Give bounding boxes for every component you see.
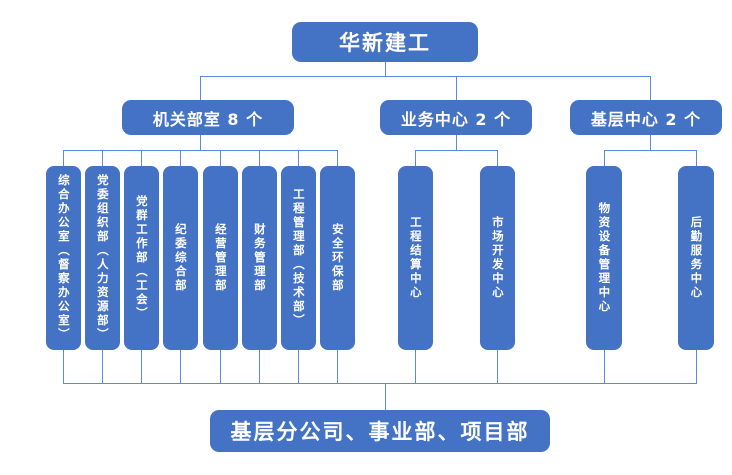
connector-riser-5 (259, 350, 260, 383)
node-leaf-discipline-general-dept[interactable]: 纪委综合部 (163, 166, 198, 350)
connector-riser-9 (497, 350, 498, 383)
connector-group-1-stem (456, 135, 457, 150)
node-group-agency-departments[interactable]: 机关部室 8 个 (122, 100, 294, 135)
connector-drop-group-1 (456, 76, 457, 100)
connector-riser-3 (180, 350, 181, 383)
node-bottom[interactable]: 基层分公司、事业部、项目部 (210, 410, 550, 452)
connector-riser-11 (696, 350, 697, 383)
connector-riser-0 (63, 350, 64, 383)
connector-group-0-drop-1 (102, 150, 103, 166)
connector-root-stem (385, 62, 386, 76)
node-leaf-comprehensive-office[interactable]: 综合办公室（督察办公室） (46, 166, 81, 350)
connector-group-0-drop-4 (220, 150, 221, 166)
node-leaf-finance-management[interactable]: 财务管理部 (242, 166, 277, 350)
connector-riser-8 (415, 350, 416, 383)
node-leaf-operations-management[interactable]: 经营管理部 (203, 166, 238, 350)
node-leaf-engineering-management[interactable]: 工程管理部（技术部） (281, 166, 316, 350)
connector-group-2-bus (604, 150, 696, 151)
connector-group-1-drop-0 (415, 150, 416, 166)
connector-riser-1 (102, 350, 103, 383)
connector-group-0-stem (200, 135, 201, 150)
connector-riser-4 (220, 350, 221, 383)
connector-group-2-drop-0 (604, 150, 605, 166)
connector-group-0-drop-2 (141, 150, 142, 166)
connector-bottom-bus (63, 383, 697, 384)
connector-riser-7 (337, 350, 338, 383)
connector-group-0-bus (63, 150, 338, 151)
connector-riser-2 (141, 350, 142, 383)
connector-riser-6 (298, 350, 299, 383)
connector-group-0-drop-7 (337, 150, 338, 166)
node-leaf-safety-environment[interactable]: 安全环保部 (320, 166, 355, 350)
node-leaf-engineering-settlement-center[interactable]: 工程结算中心 (398, 166, 433, 350)
connector-group-2-drop-1 (696, 150, 697, 166)
node-leaf-party-masses-work-dept[interactable]: 党群工作部（工会） (124, 166, 159, 350)
connector-bottom-stem (385, 383, 386, 410)
node-group-business-centers[interactable]: 业务中心 2 个 (380, 100, 532, 135)
connector-group-0-drop-0 (63, 150, 64, 166)
connector-group-1-bus (415, 150, 497, 151)
node-leaf-market-development-center[interactable]: 市场开发中心 (480, 166, 515, 350)
connector-level2-bus (200, 76, 650, 77)
connector-group-0-drop-5 (259, 150, 260, 166)
connector-drop-group-0 (200, 76, 201, 100)
node-leaf-party-organization-dept[interactable]: 党委组织部（人力资源部） (85, 166, 120, 350)
connector-group-0-drop-3 (180, 150, 181, 166)
connector-group-0-drop-6 (298, 150, 299, 166)
node-root[interactable]: 华新建工 (292, 22, 478, 62)
connector-group-2-stem (650, 135, 651, 150)
connector-drop-group-2 (650, 76, 651, 100)
node-leaf-logistics-service-center[interactable]: 后勤服务中心 (678, 166, 714, 350)
connector-riser-10 (604, 350, 605, 383)
node-leaf-material-equipment-center[interactable]: 物资设备管理中心 (586, 166, 622, 350)
connector-group-1-drop-1 (497, 150, 498, 166)
node-group-grassroots-centers[interactable]: 基层中心 2 个 (570, 100, 722, 135)
